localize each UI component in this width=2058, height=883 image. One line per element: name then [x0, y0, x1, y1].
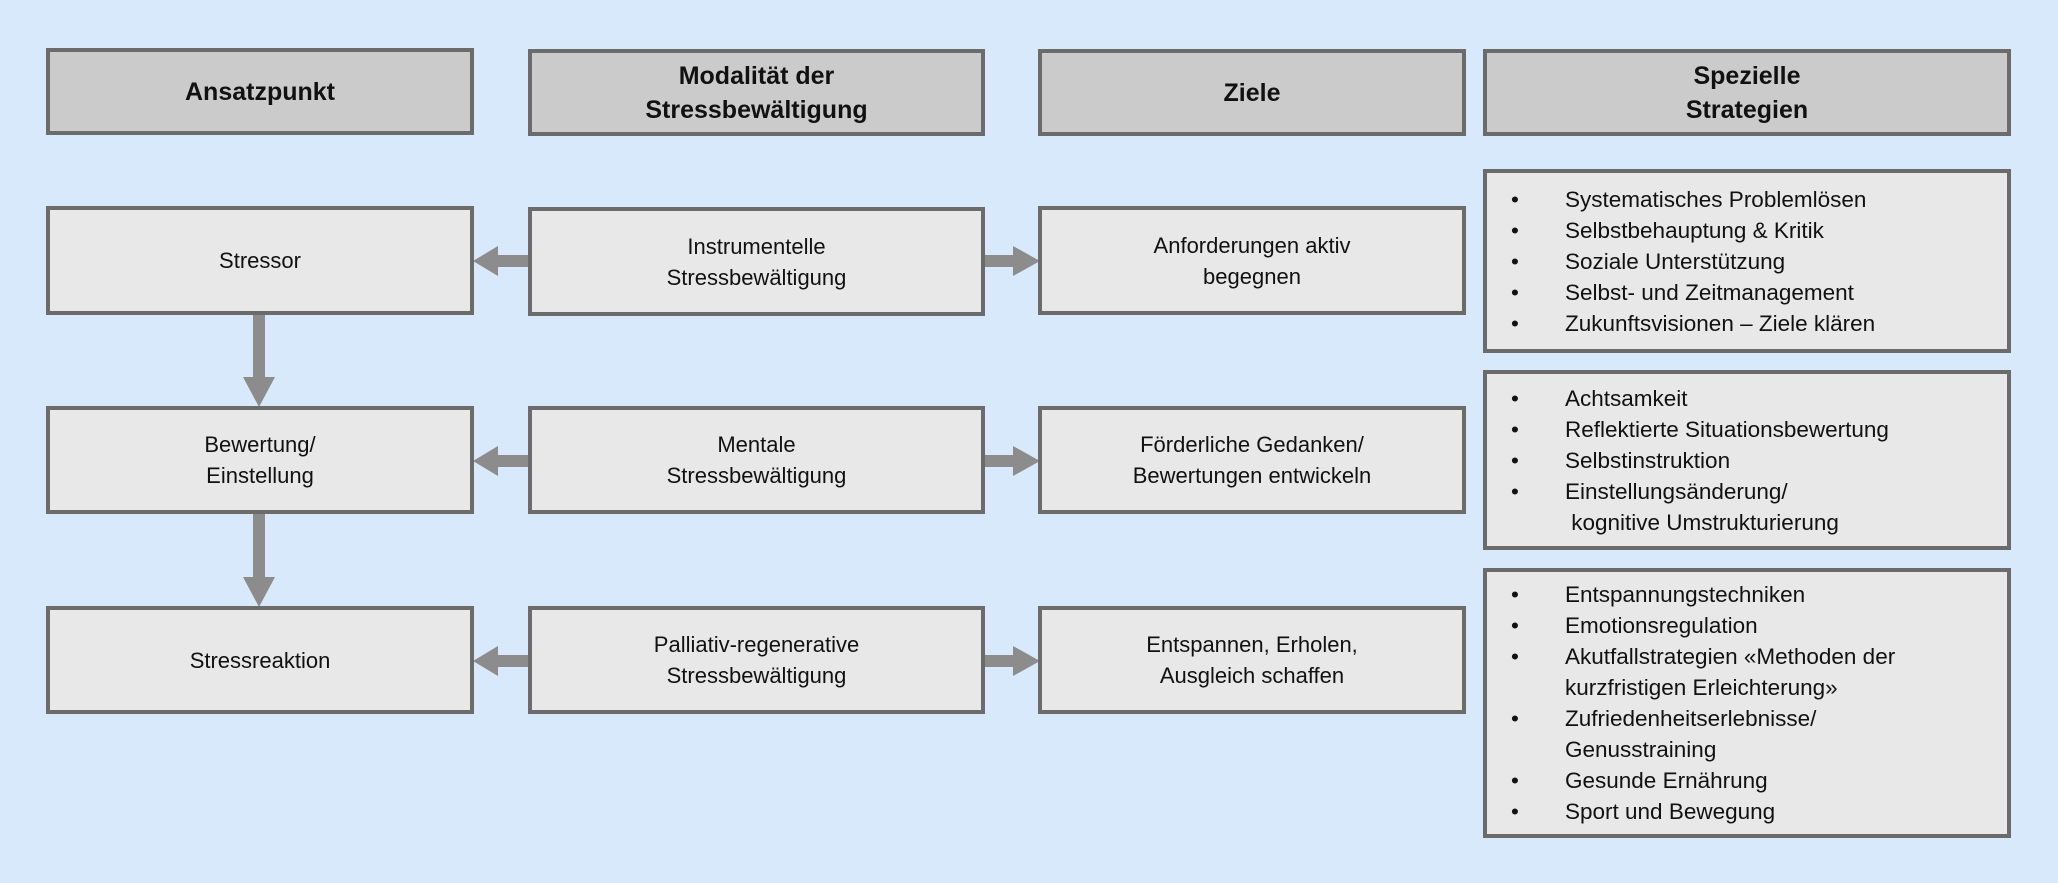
modalitaet-instrumentell: Instrumentelle Stressbewältigung	[528, 207, 985, 316]
strategy-text: Reflektierte Situationsbewertung	[1565, 416, 1889, 442]
bullet-icon: •	[1511, 478, 1519, 504]
ziel-entspannen: Entspannen, Erholen, Ausgleich schaffen	[1038, 606, 1466, 714]
ansatzpunkt-bewertung: Bewertung/ Einstellung	[46, 406, 474, 514]
modalitaet-mental: Mentale Stressbewältigung	[528, 406, 985, 514]
list-item: • Sport und Bewegung	[1511, 796, 1895, 827]
arrow-right-row1	[985, 246, 1040, 276]
list-item: • Entspannungstechniken	[1511, 579, 1895, 610]
list-item: • Achtsamkeit	[1511, 383, 1889, 414]
header-modalitaet-line1: Modalität der	[678, 61, 835, 90]
modalitaet-instrumentell-line1: Instrumentelle	[687, 233, 826, 259]
bullet-icon: •	[1511, 644, 1519, 669]
strategy-text: Achtsamkeit	[1565, 385, 1688, 411]
ziel-anforderungen-line2: begegnen	[1203, 263, 1301, 289]
bullet-icon: •	[1511, 706, 1519, 731]
arrow-left-row2	[473, 446, 529, 476]
bullet-icon: •	[1511, 582, 1519, 607]
bullet-icon: •	[1511, 799, 1519, 824]
arrow-right-row3	[985, 646, 1040, 676]
header-ziele-label: Ziele	[1223, 78, 1281, 107]
bullet-icon: •	[1511, 279, 1519, 305]
strategy-text: Zufriedenheitserlebnisse/ Genusstraining	[1565, 706, 1817, 762]
strategy-text: Akutfallstrategien «Methoden der kurzfri…	[1565, 644, 1896, 700]
modalitaet-palliativ-line1: Palliativ-regenerative	[653, 632, 860, 657]
strategy-text: Gesunde Ernährung	[1565, 768, 1768, 793]
arrow-left-row1	[473, 246, 529, 276]
strategien-palliativ-list: • Entspannungstechniken • Emotionsregulati…	[1487, 579, 1895, 827]
modalitaet-palliativ-line2: Stressbewältigung	[666, 663, 847, 688]
bullet-icon: •	[1511, 447, 1519, 473]
arrow-right-row2	[985, 446, 1040, 476]
arrow-down-2	[243, 513, 275, 607]
strategy-text: Selbst- und Zeitmanagement	[1565, 279, 1854, 305]
strategy-text: Selbstinstruktion	[1565, 447, 1731, 473]
arrow-left-row3	[473, 646, 529, 676]
modalitaet-palliativ: Palliativ-regenerative Stressbewältigung	[528, 606, 985, 714]
strategy-text: Systematisches Problemlösen	[1565, 186, 1867, 212]
header-strategien-line2: Strategien	[1685, 95, 1809, 124]
list-item: • Einstellungsänderung/ kognitive Umstruk…	[1511, 476, 1889, 538]
list-item: • Emotionsregulation	[1511, 610, 1895, 641]
list-item: • Systematisches Problemlösen	[1511, 184, 1875, 215]
arrow-down-1	[243, 313, 275, 407]
ziel-anforderungen: Anforderungen aktiv begegnen	[1038, 206, 1466, 315]
header-ziele: Ziele	[1038, 49, 1466, 136]
header-ansatzpunkt-label: Ansatzpunkt	[185, 77, 335, 106]
strategien-mental: • Achtsamkeit • Reflektierte Situationsbew…	[1483, 370, 2011, 550]
bullet-icon: •	[1511, 768, 1519, 793]
ziel-anforderungen-line1: Anforderungen aktiv	[1153, 232, 1351, 258]
strategy-text: Einstellungsänderung/ kognitive Umstrukt…	[1565, 478, 1839, 535]
strategy-text: Soziale Unterstützung	[1565, 248, 1786, 274]
strategy-text: Zukunftsvisionen – Ziele klären	[1565, 310, 1876, 336]
ziel-entspannen-line2: Ausgleich schaffen	[1159, 663, 1345, 688]
strategy-text: Entspannungstechniken	[1565, 582, 1806, 607]
header-modalitaet-line2: Stressbewältigung	[645, 95, 868, 124]
ansatzpunkt-bewertung-line2: Einstellung	[206, 463, 314, 488]
ansatzpunkt-stressreaktion: Stressreaktion	[46, 606, 474, 714]
header-strategien-line1: Spezielle	[1693, 61, 1801, 90]
bullet-icon: •	[1511, 385, 1519, 411]
strategy-text: Emotionsregulation	[1565, 613, 1758, 638]
strategien-mental-list: • Achtsamkeit • Reflektierte Situationsbew…	[1487, 383, 1889, 538]
header-modalitaet: Modalität der Stressbewältigung	[528, 49, 985, 136]
strategy-text: Sport und Bewegung	[1565, 799, 1776, 824]
ziel-gedanken-line1: Förderliche Gedanken/	[1140, 432, 1364, 457]
strategien-instrumentell: • Systematisches Problemlösen • Selbstbeha…	[1483, 169, 2011, 353]
header-strategien: Spezielle Strategien	[1483, 49, 2011, 136]
list-item: • Selbstbehauptung & Kritik	[1511, 215, 1875, 246]
ziel-gedanken: Förderliche Gedanken/ Bewertungen entwic…	[1038, 406, 1466, 514]
modalitaet-mental-line1: Mentale	[717, 432, 796, 457]
list-item: • Akutfallstrategien «Methoden der kurzfr…	[1511, 641, 1895, 703]
list-item: • Soziale Unterstützung	[1511, 246, 1875, 277]
modalitaet-mental-line2: Stressbewältigung	[666, 463, 847, 488]
bullet-icon: •	[1511, 248, 1519, 274]
ansatzpunkt-bewertung-line1: Bewertung/	[204, 432, 316, 457]
list-item: • Gesunde Ernährung	[1511, 765, 1895, 796]
strategy-text: Selbstbehauptung & Kritik	[1565, 217, 1824, 243]
list-item: • Selbstinstruktion	[1511, 445, 1889, 476]
list-item: • Selbst- und Zeitmanagement	[1511, 277, 1875, 308]
ziel-entspannen-line1: Entspannen, Erholen,	[1146, 632, 1358, 657]
ziel-gedanken-line2: Bewertungen entwickeln	[1132, 463, 1372, 488]
bullet-icon: •	[1511, 613, 1519, 638]
strategien-instrumentell-list: • Systematisches Problemlösen • Selbstbeha…	[1487, 184, 1875, 339]
ansatzpunkt-stressor: Stressor	[46, 206, 474, 315]
modalitaet-instrumentell-line2: Stressbewältigung	[666, 264, 847, 290]
bullet-icon: •	[1511, 186, 1519, 212]
bullet-icon: •	[1511, 217, 1519, 243]
list-item: • Zukunftsvisionen – Ziele klären	[1511, 308, 1875, 339]
list-item: • Zufriedenheitserlebnisse/ Genusstrainin…	[1511, 703, 1895, 765]
strategien-palliativ: • Entspannungstechniken • Emotionsregulati…	[1483, 568, 2011, 838]
bullet-icon: •	[1511, 416, 1519, 442]
list-item: • Reflektierte Situationsbewertung	[1511, 414, 1889, 445]
ansatzpunkt-stressor-label: Stressor	[219, 248, 301, 273]
header-ansatzpunkt: Ansatzpunkt	[46, 48, 474, 135]
bullet-icon: •	[1511, 310, 1519, 336]
ansatzpunkt-stressreaktion-label: Stressreaktion	[189, 647, 331, 673]
